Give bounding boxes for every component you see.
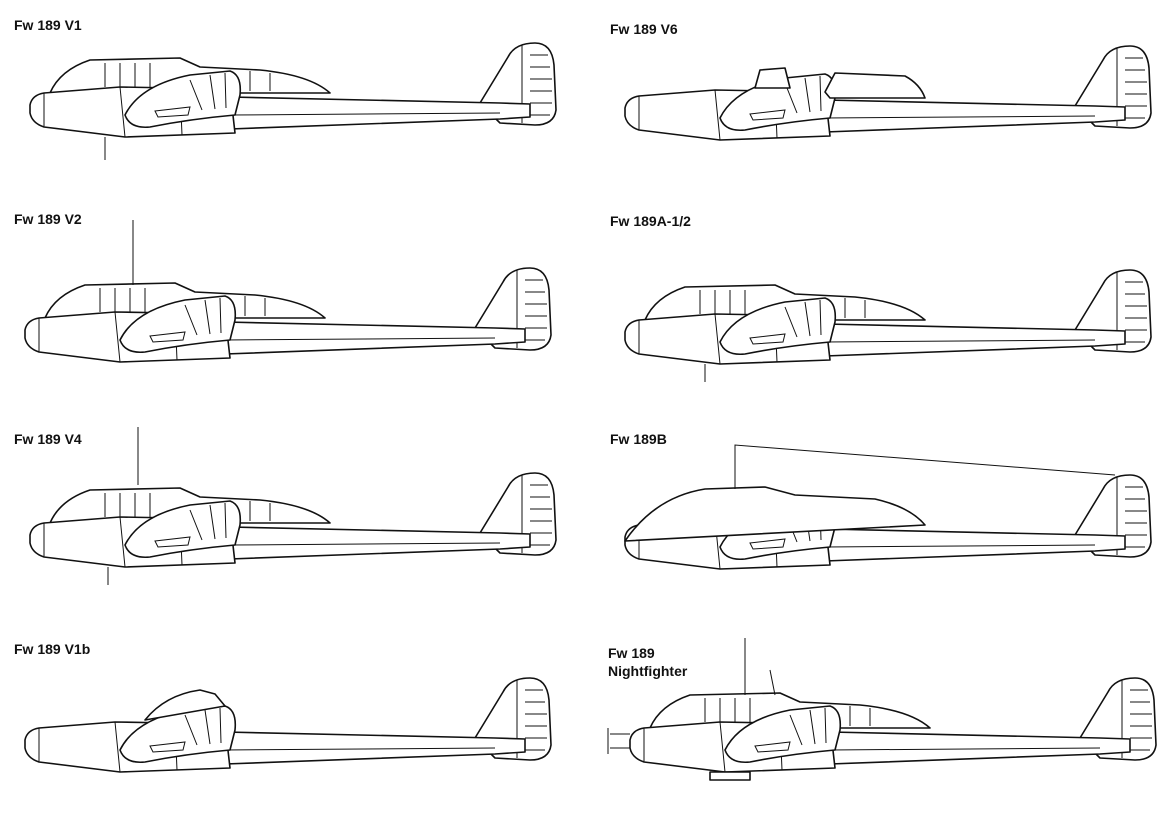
label-nightfighter-line2: Nightfighter xyxy=(608,663,688,679)
label-nightfighter-line1: Fw 189 xyxy=(608,645,655,661)
aircraft-v4 xyxy=(29,427,557,585)
aircraft-v1b xyxy=(24,677,552,773)
aircraft-nightfighter xyxy=(607,638,1157,781)
label-v2: Fw 189 V2 xyxy=(14,211,82,227)
aircraft-a1-2 xyxy=(624,269,1152,382)
aircraft-v2 xyxy=(24,220,552,363)
aircraft-v1 xyxy=(29,42,557,160)
label-v4: Fw 189 V4 xyxy=(14,431,82,447)
aircraft-b xyxy=(624,444,1152,570)
label-v6: Fw 189 V6 xyxy=(610,21,678,37)
aircraft-v6 xyxy=(624,45,1152,141)
label-v1: Fw 189 V1 xyxy=(14,17,82,33)
label-v1b: Fw 189 V1b xyxy=(14,641,91,657)
label-nightfighter: Fw 189 Nightfighter xyxy=(608,644,687,680)
label-b: Fw 189B xyxy=(610,431,667,447)
label-a1-2: Fw 189A-1/2 xyxy=(610,213,691,229)
